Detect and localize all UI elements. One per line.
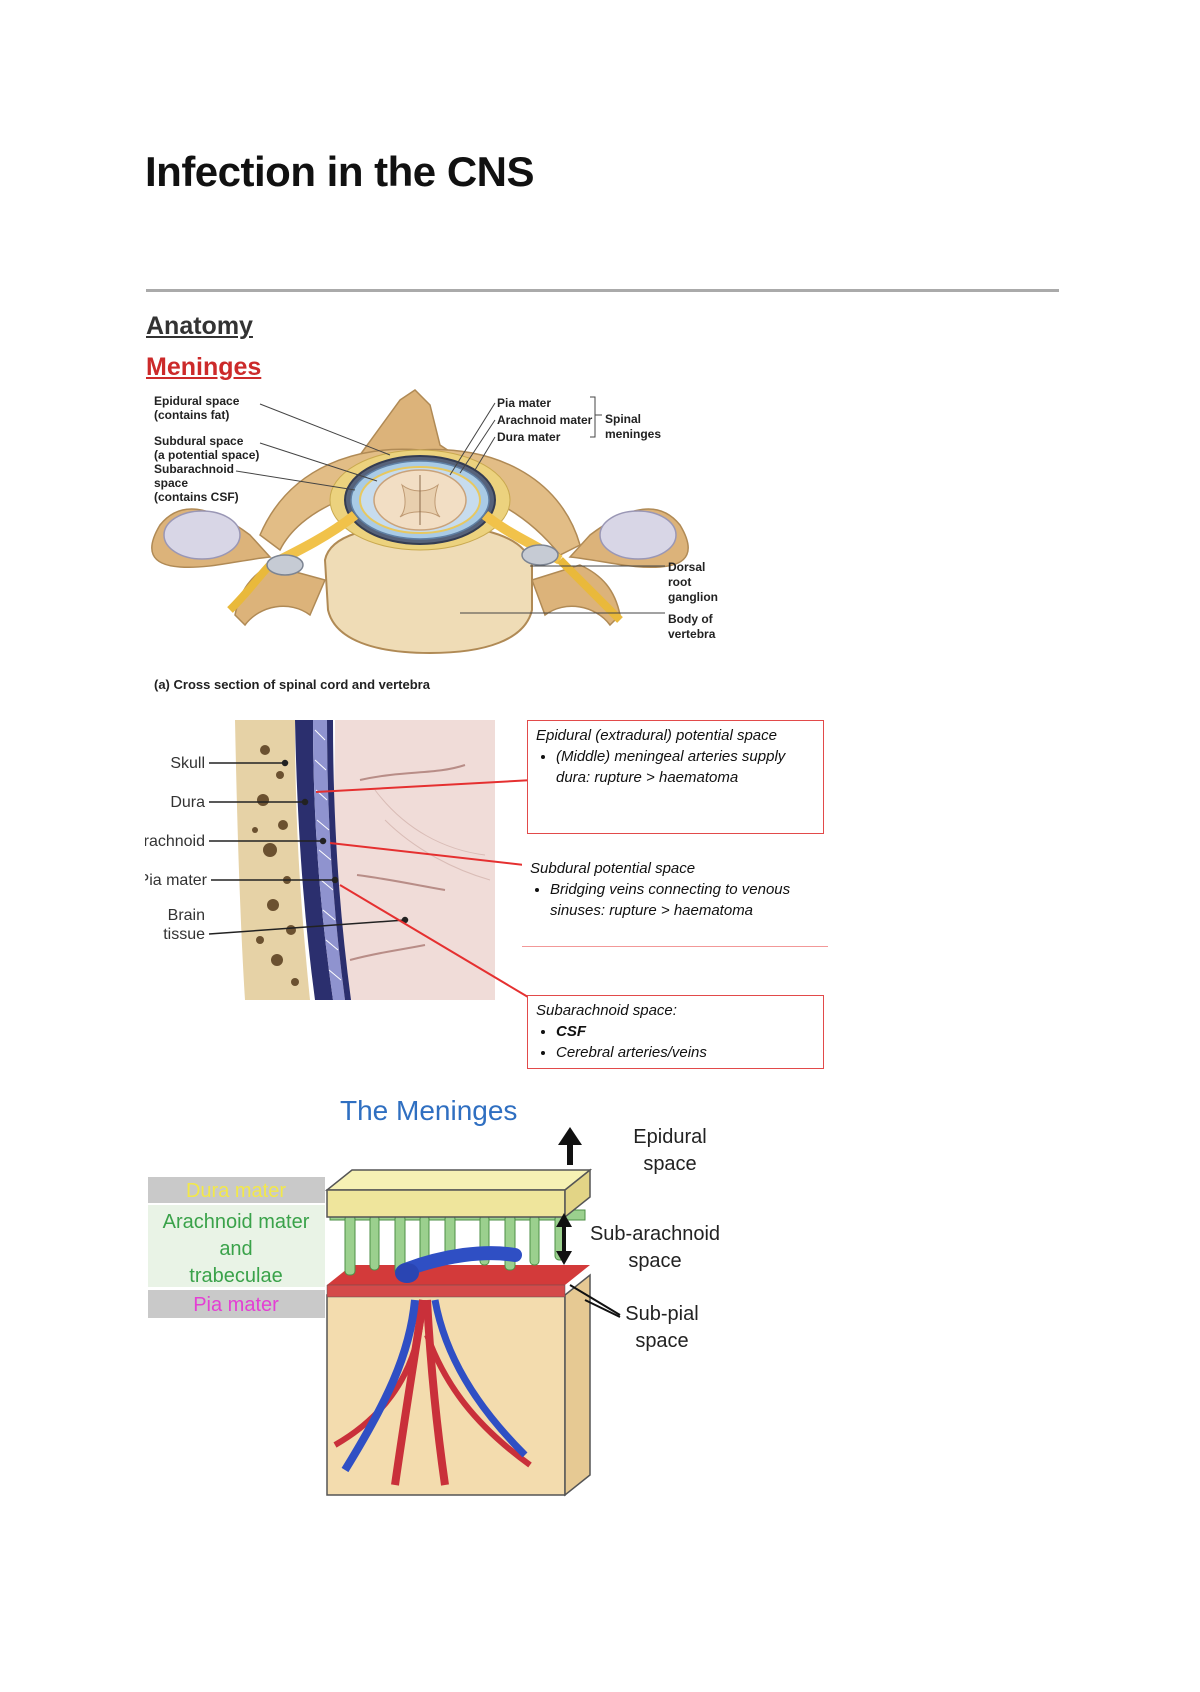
callout-bullet: CSF	[556, 1021, 815, 1042]
label-subarachnoid: Subarachnoid	[154, 462, 234, 476]
label-tissue: tissue	[163, 926, 205, 943]
section-heading: Anatomy	[146, 312, 253, 340]
label-epidural-space: space	[643, 1153, 696, 1175]
label-spinal: Spinal	[605, 412, 641, 426]
label-pia-mater: Pia mater	[193, 1294, 279, 1316]
callout-bullet: Cerebral arteries/veins	[556, 1042, 815, 1063]
label-arachnoid-mater: Arachnoid mater	[163, 1211, 310, 1233]
label-arachnoid: Arachnoid	[145, 833, 205, 850]
label-sub-pial-space: space	[635, 1330, 688, 1352]
label-sub-arachnoid: Sub-arachnoid	[590, 1223, 720, 1245]
label-epidural-space: Epidural space	[154, 394, 240, 408]
label-dorsal: Dorsal	[668, 560, 705, 574]
label-and: and	[219, 1238, 252, 1260]
figure-caption: (a) Cross section of spinal cord and ver…	[154, 677, 431, 692]
callout-subarachnoid: Subarachnoid space: CSF Cerebral arterie…	[527, 995, 824, 1069]
meninges-section-figure: Skull Dura Arachnoid Pia mater Brain tis…	[145, 720, 495, 1000]
label-body-of: Body of	[668, 612, 714, 626]
label-root: root	[668, 575, 691, 589]
meninges-block-figure: The Meninges Dura mater Arachnoid mater …	[148, 1095, 720, 1497]
callout-heading: Epidural (extradural) potential space	[536, 727, 777, 744]
callout-epidural: Epidural (extradural) potential space (M…	[527, 720, 824, 834]
label-subarachnoid-space: space	[154, 476, 188, 490]
callout-heading: Subdural potential space	[530, 860, 696, 877]
page-title: Infection in the CNS	[145, 148, 535, 195]
callout-bullet: Bridging veins connecting to venous sinu…	[550, 879, 820, 921]
label-trabeculae: trabeculae	[189, 1265, 282, 1287]
label-ganglion: ganglion	[668, 590, 718, 604]
label-dura-mater: Dura mater	[186, 1180, 286, 1202]
label-dura: Dura	[170, 794, 205, 811]
figure-title: The Meninges	[340, 1095, 517, 1126]
label-vertebra: vertebra	[668, 627, 716, 641]
callout-heading: Subarachnoid space:	[536, 1002, 677, 1019]
label-sub-arachnoid-space: space	[628, 1250, 681, 1272]
label-skull: Skull	[170, 755, 205, 772]
label-sub-pial: Sub-pial	[625, 1303, 698, 1325]
label-epidural-contains-fat: (contains fat)	[154, 408, 229, 422]
label-epidural: Epidural	[633, 1126, 706, 1148]
label-dura-mater: Dura mater	[497, 430, 561, 444]
label-subarachnoid-csf: (contains CSF)	[154, 490, 239, 504]
label-subdural-potential: (a potential space)	[154, 448, 259, 462]
label-arachnoid-mater: Arachnoid mater	[497, 413, 593, 427]
label-subdural-space: Subdural space	[154, 434, 244, 448]
divider	[146, 289, 1059, 292]
label-pia-mater: Pia mater	[145, 872, 208, 889]
label-meninges: meninges	[605, 427, 661, 441]
callout-subdural: Subdural potential space Bridging veins …	[522, 854, 828, 946]
subsection-heading: Meninges	[146, 353, 262, 381]
label-pia-mater: Pia mater	[497, 396, 551, 410]
spinal-cross-section-figure: Epidural space (contains fat) Subdural s…	[151, 389, 718, 692]
callout-bullet: (Middle) meningeal arteries supply dura:…	[556, 746, 815, 788]
label-brain: Brain	[168, 907, 205, 924]
